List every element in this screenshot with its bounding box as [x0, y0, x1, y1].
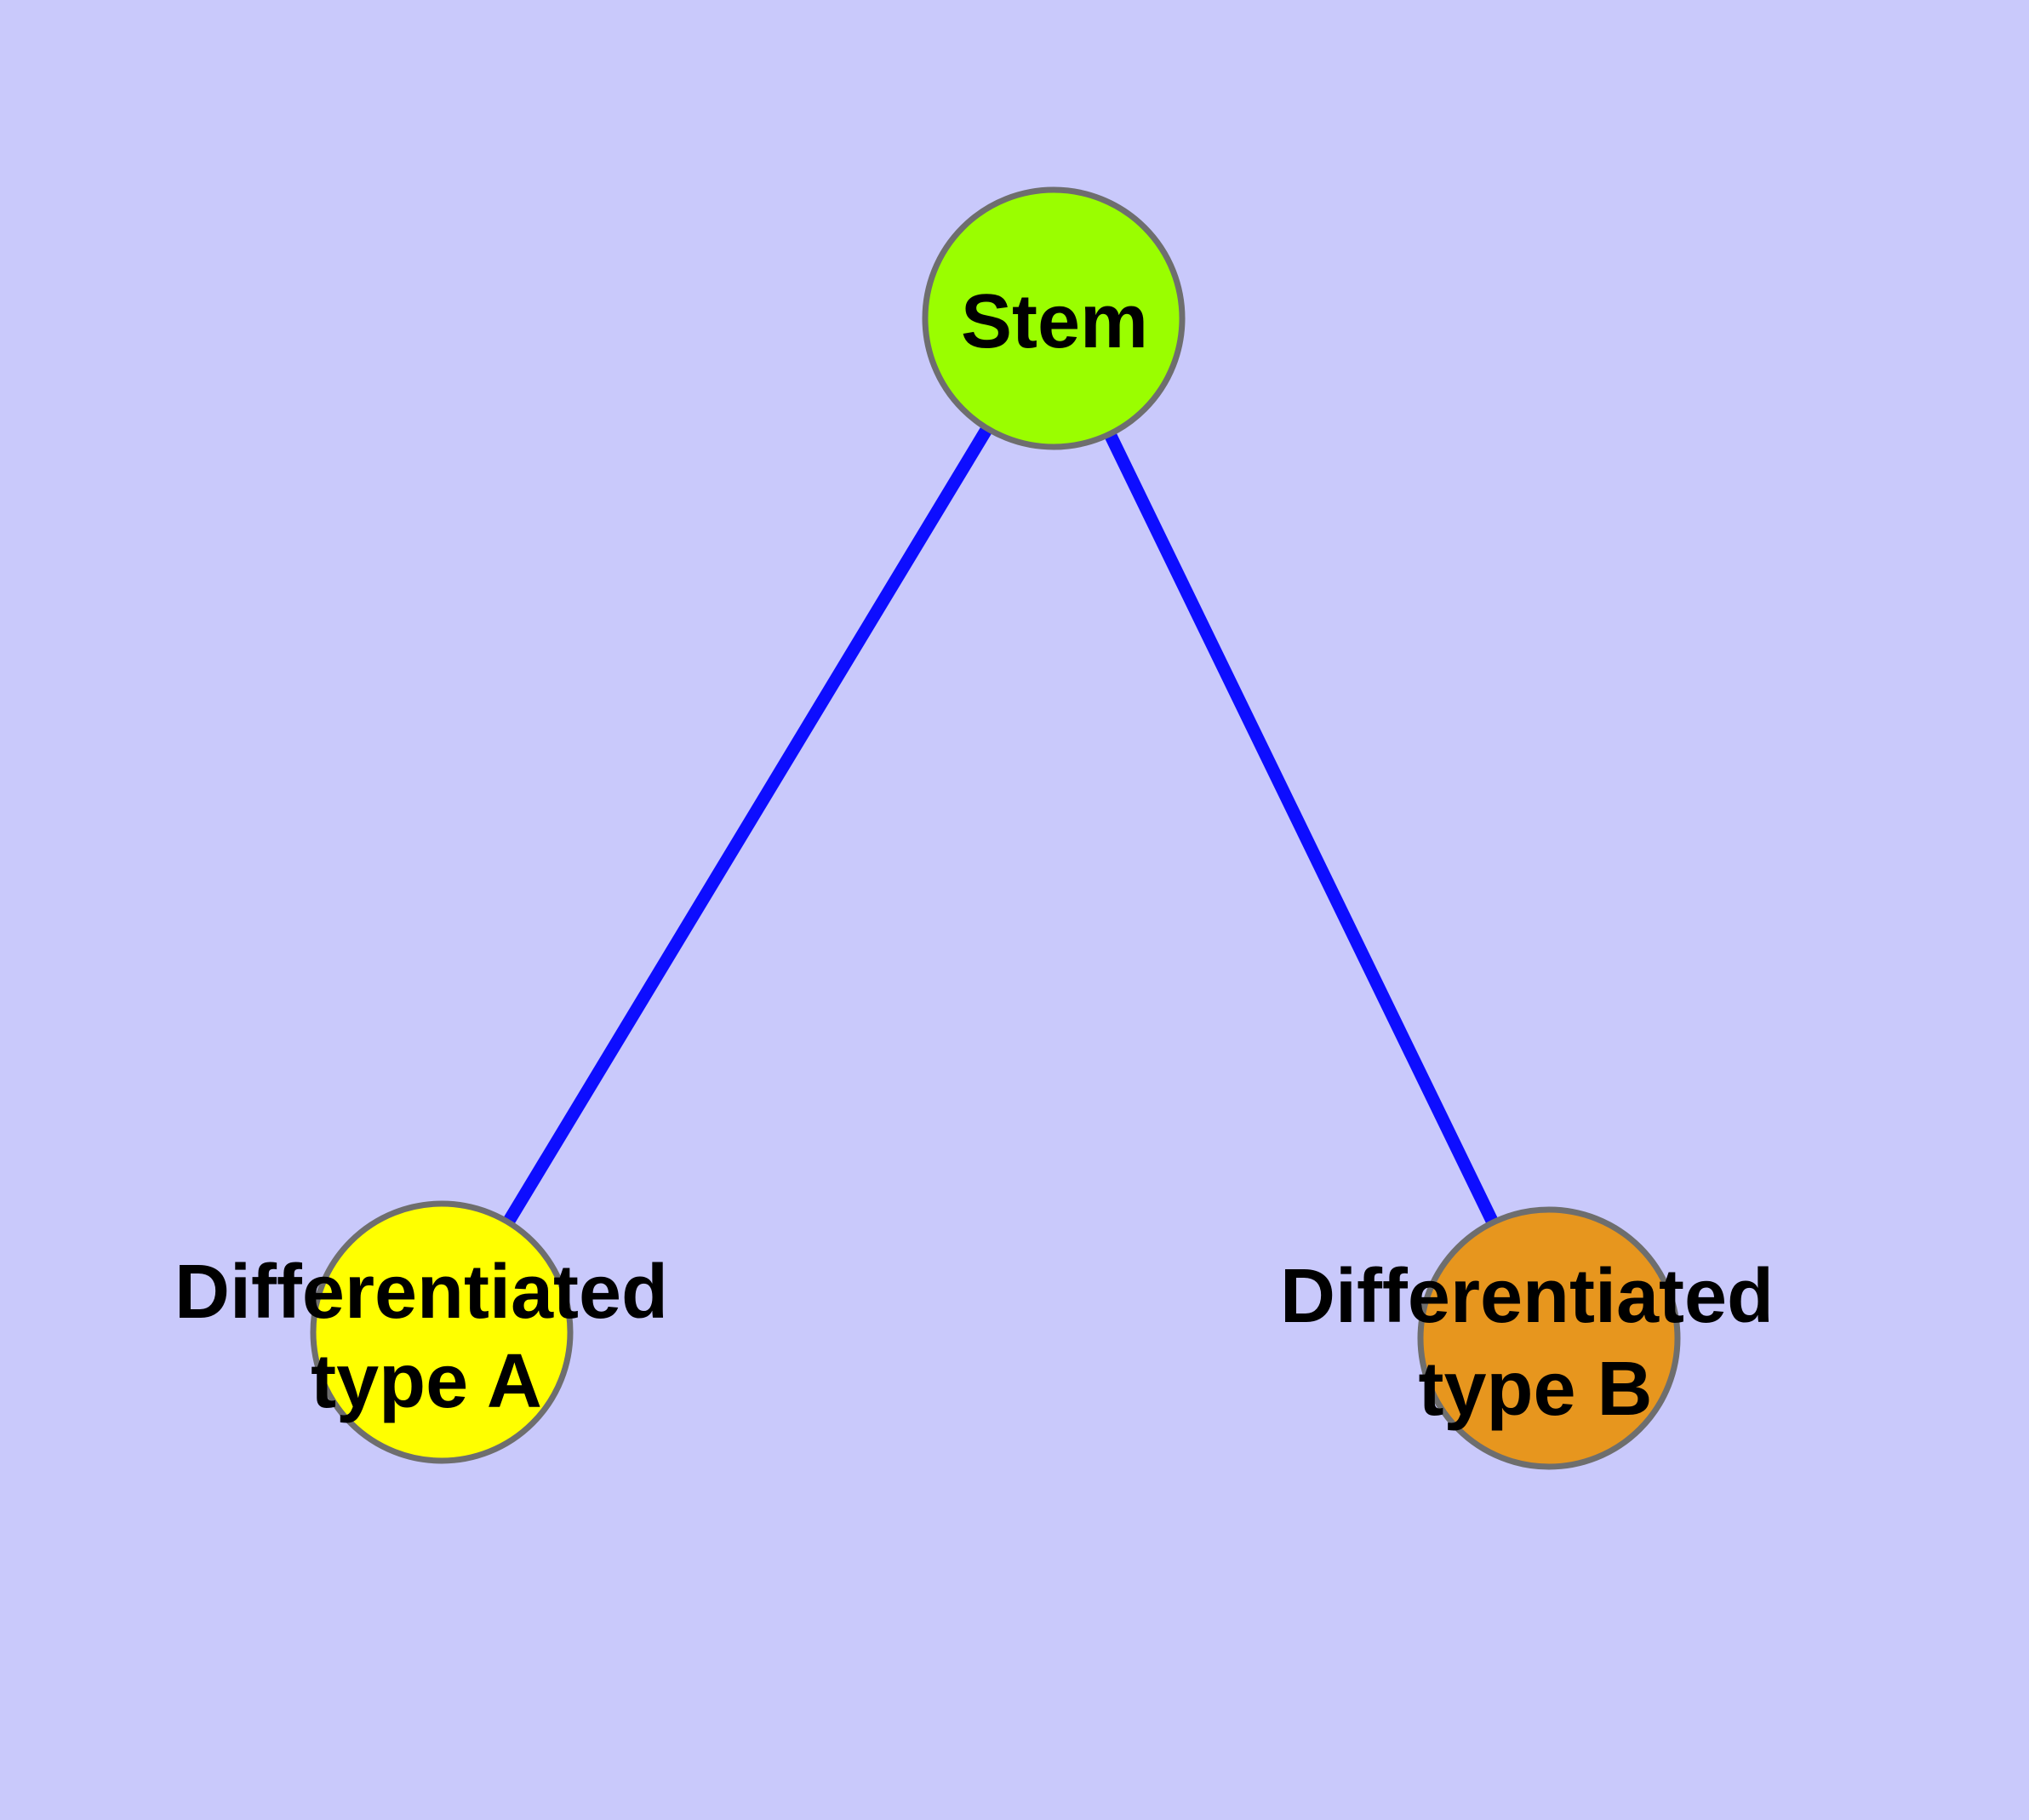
node-label-type-b-line2: type B	[1418, 1347, 1652, 1432]
node-label-stem: Stem	[961, 279, 1148, 364]
node-label-differentiated-type-b: Differentiated type B	[1280, 1254, 1774, 1432]
node-stem	[922, 186, 1186, 450]
edge-stem-to-type-a	[436, 315, 1060, 1336]
node-differentiated-type-a	[310, 1200, 574, 1464]
node-differentiated-type-b	[1417, 1206, 1681, 1470]
node-label-differentiated-type-a: Differentiated type A	[174, 1250, 668, 1424]
node-label-type-a-line2: type A	[311, 1339, 542, 1424]
node-label-type-a-line1: Differentiated	[174, 1250, 668, 1335]
node-label-stem-text: Stem	[961, 279, 1148, 364]
node-label-type-b-line1: Differentiated	[1280, 1254, 1774, 1339]
edge-stem-to-type-b	[1048, 315, 1555, 1342]
